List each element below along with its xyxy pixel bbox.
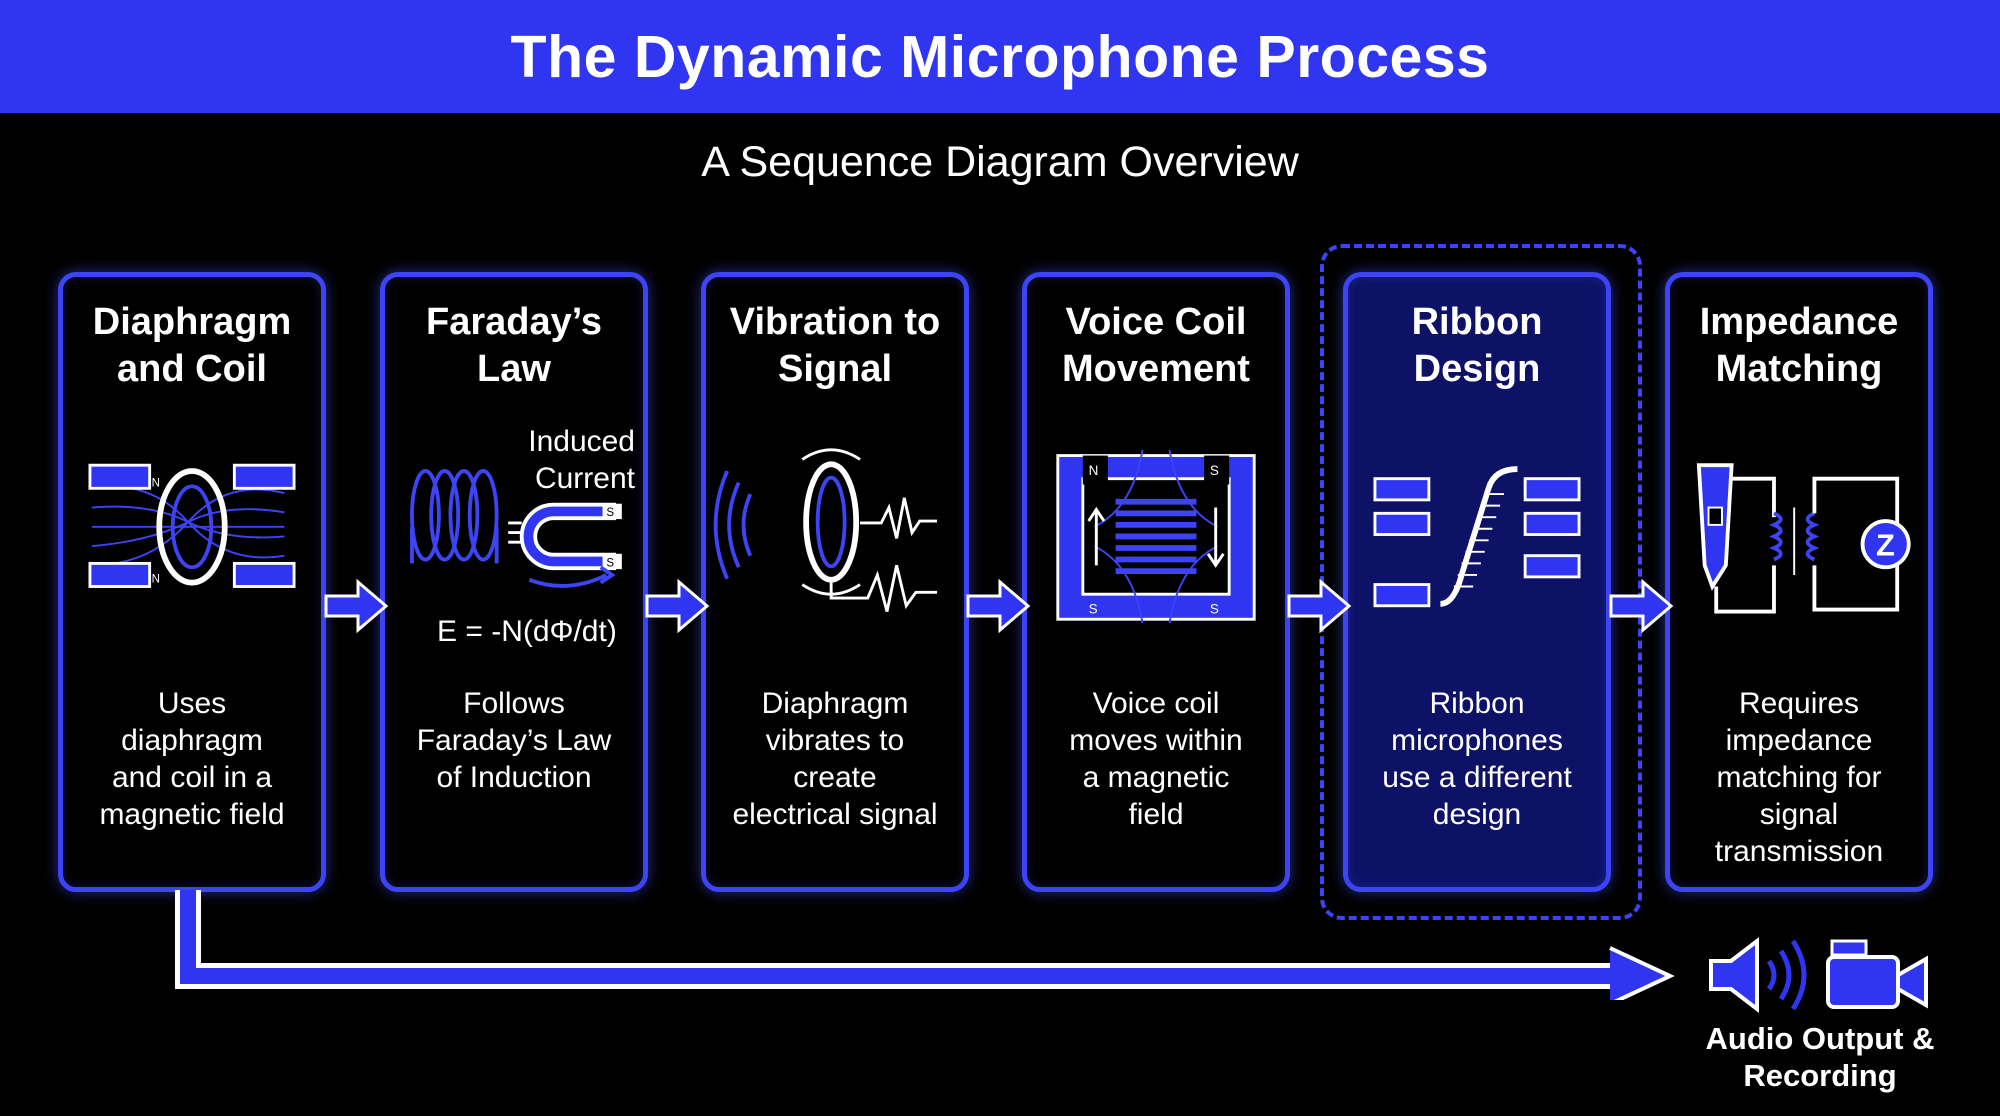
flow-arrow-icon [966,578,1031,634]
step-card-faradays-law: Faraday’s Law S S Induced Current E = -N… [380,272,648,892]
flow-arrow-icon [1287,578,1352,634]
step-description: Uses diaphragm and coil in a magnetic fi… [99,687,285,831]
step-title: Impedance Matching [1699,301,1899,390]
step-description: Voice coil moves within a magnetic field [1069,687,1243,831]
step-description: Diaphragm vibrates to create electrical … [732,687,938,831]
svg-text:N: N [152,477,160,489]
flow-arrow-icon [324,578,389,634]
audio-output-label: Audio Output & Recording [1705,1021,1935,1093]
speaker-icon [1709,936,1807,1014]
svg-text:N: N [1089,463,1099,478]
step-card-impedance-matching: Impedance Matching Z Requires impedance … [1665,272,1933,892]
vibrating-diaphragm-icon [713,448,938,612]
svg-text:S: S [606,507,614,519]
step-description: Follows Faraday’s Law of Induction [416,687,612,794]
step-card-vibration-signal: Vibration to Signal Diaphragm vibrates t… [701,272,969,892]
step-title: Ribbon Design [1411,301,1543,390]
output-flow-arrow [175,890,1675,1000]
step-description: Ribbon microphones use a different desig… [1382,687,1572,831]
title-banner: The Dynamic Microphone Process [0,0,2000,113]
flow-arrow-icon [645,578,710,634]
faraday-equation: E = -N(dΦ/dt) [437,615,617,648]
step-card-diaphragm-coil: Diaphragm and Coil N N Uses diaphragm an… [58,272,326,892]
page-subtitle: A Sequence Diagram Overview [701,138,1299,186]
impedance-circuit-icon: Z [1696,463,1911,614]
svg-text:S: S [1089,601,1098,616]
induced-current-label: Induced Current [528,425,635,495]
video-camera-icon [1826,939,1928,1009]
step-title: Faraday’s Law [425,301,603,390]
svg-text:N: N [152,574,160,586]
page-title: The Dynamic Microphone Process [510,23,1490,90]
svg-text:S: S [606,557,614,569]
coil-magnet-icon: S S [410,469,622,588]
step-description: Requires impedance matching for signal t… [1714,687,1884,868]
ribbon-icon [1373,466,1581,608]
step-card-voice-coil: Voice Coil Movement N S S S Voice coil m… [1022,272,1290,892]
voice-coil-icon: N S S S [1056,449,1256,624]
diaphragm-coil-icon: N N [88,463,296,588]
step-title: Voice Coil Movement [1062,301,1250,390]
step-card-ribbon-design: Ribbon Design Ribbon microphones use a d… [1343,272,1611,892]
svg-text:S: S [1210,463,1219,478]
svg-text:Z: Z [1876,528,1895,563]
step-title: Vibration to Signal [729,301,941,390]
svg-text:S: S [1210,601,1219,616]
flow-arrow-icon [1609,578,1674,634]
step-title: Diaphragm and Coil [92,301,292,390]
